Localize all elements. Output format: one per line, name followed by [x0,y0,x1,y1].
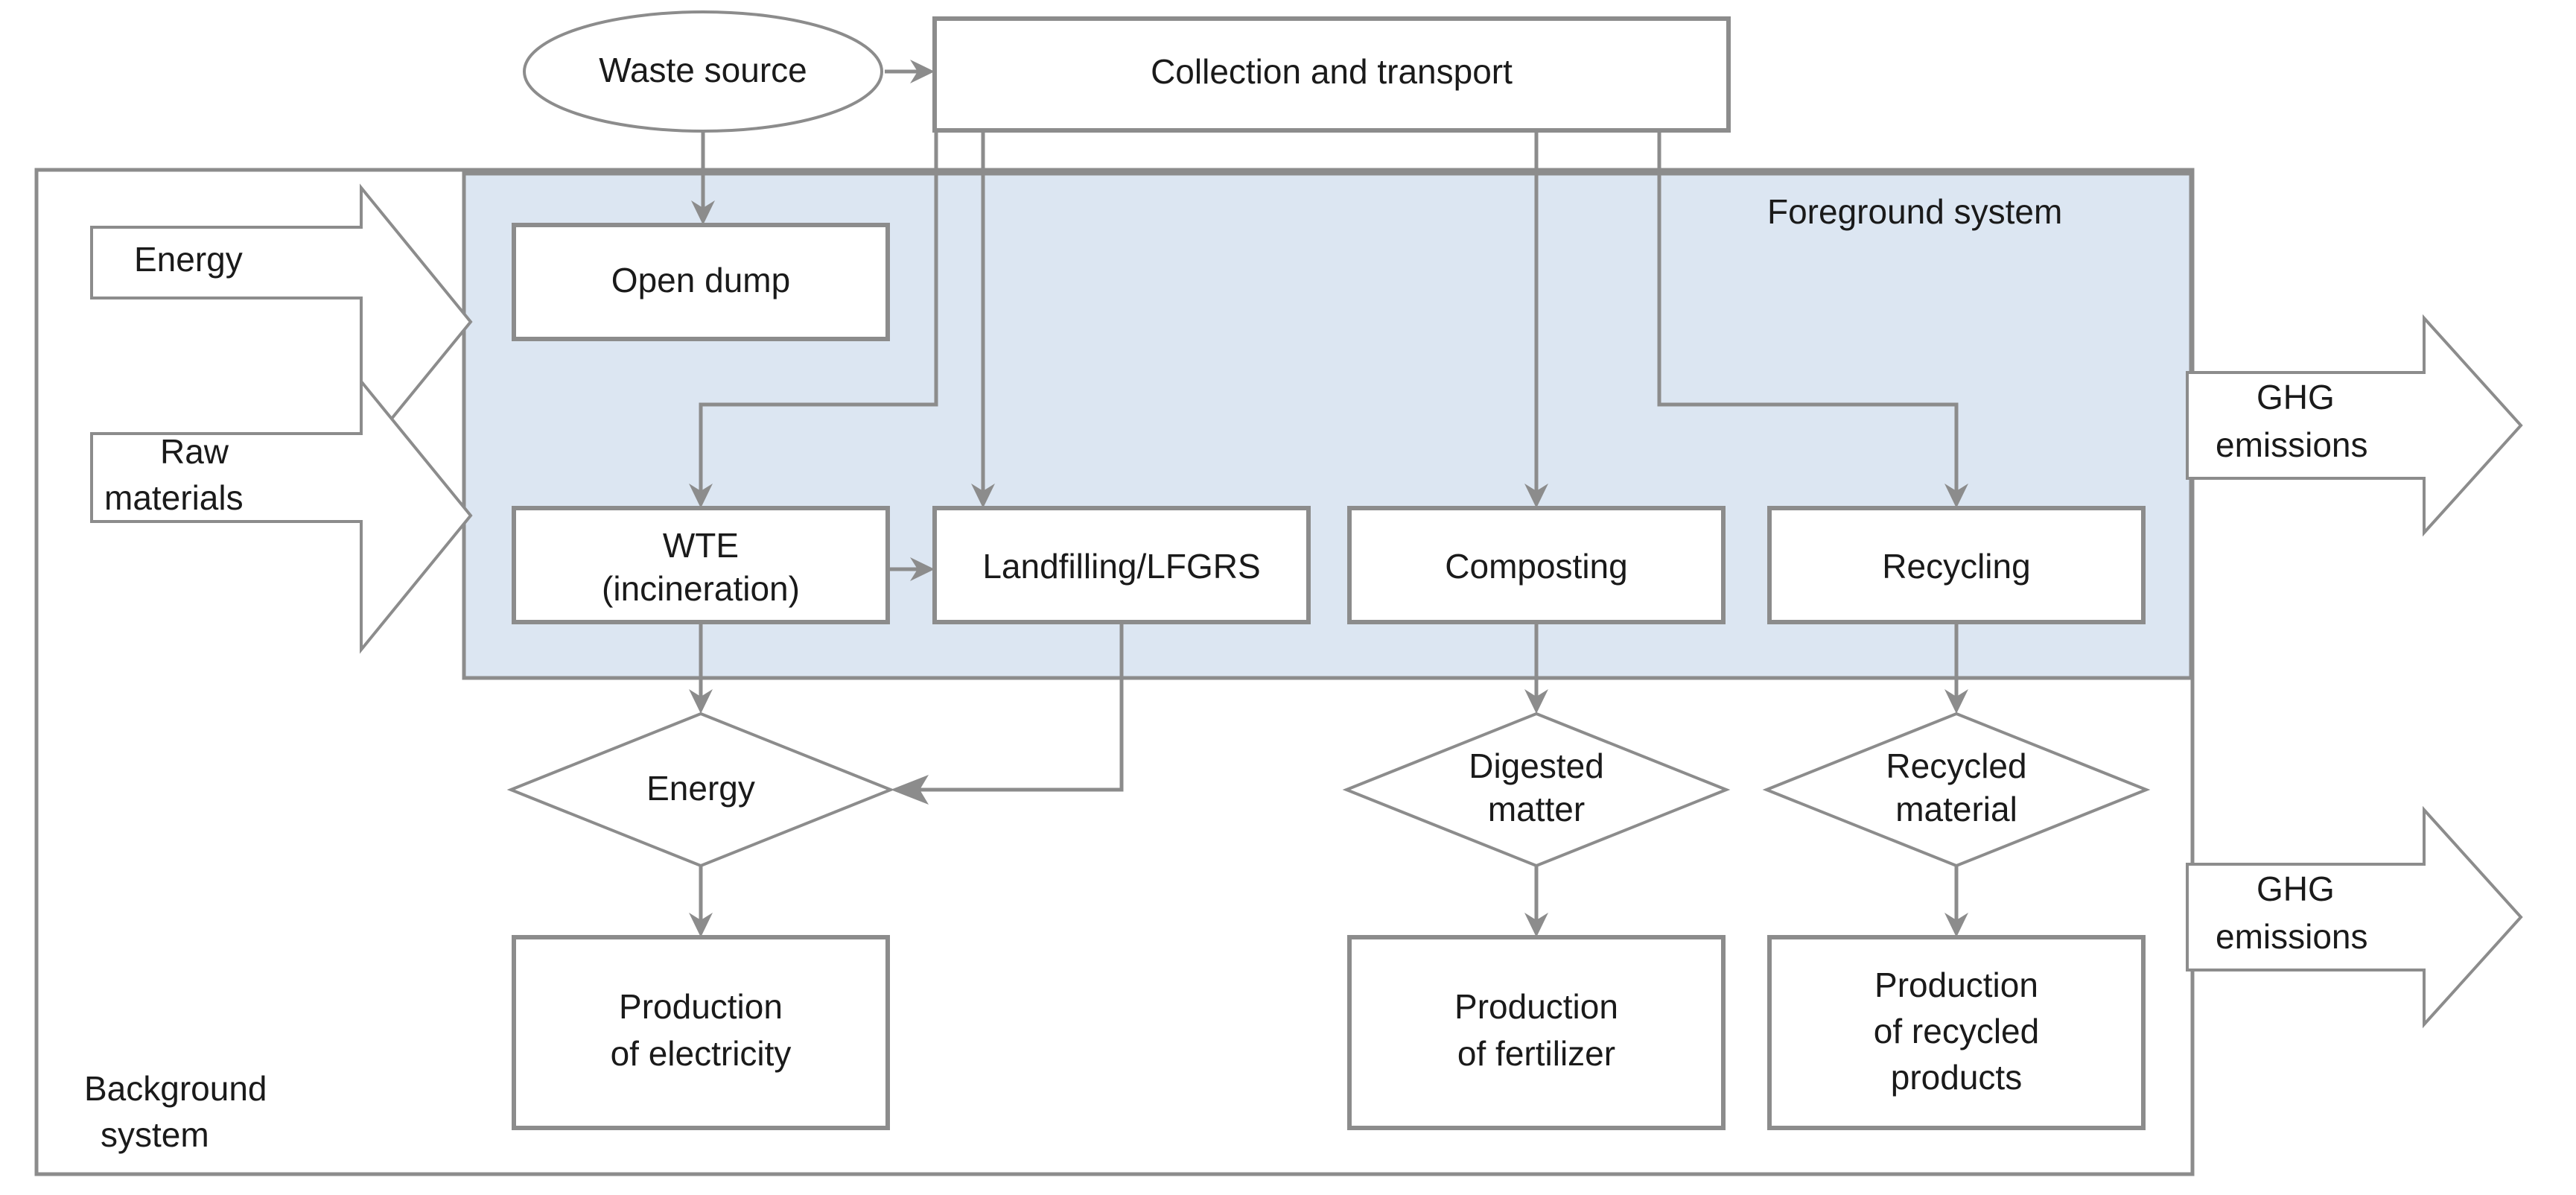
flow-collection-to-landfilling [971,130,995,508]
node-recycled-material-label-line1: Recycled [1886,747,2026,785]
output-arrow-ghg-emissions-background[interactable] [2186,805,2523,1029]
node-production-fertilizer-label-line2: of fertilizer [1457,1034,1615,1073]
output-arrow-ghg-emissions-foreground[interactable] [2186,314,2523,537]
node-production-recycled-products[interactable] [1767,935,2146,1130]
node-waste-source-label: Waste source [599,51,807,89]
node-landfilling-label: Landfilling/LFGRS [982,547,1260,586]
node-recycling-label: Recycling [1882,547,2030,586]
node-digested-matter-label-line2: matter [1488,790,1585,828]
node-collection-transport[interactable] [932,16,1731,133]
node-energy-diamond-label: Energy [646,769,755,808]
background-system-label-line2: system [101,1115,209,1154]
output-arrow-ghg-emissions-foreground-label-line1: GHG [2257,378,2335,416]
output-arrow-ghg-emissions-background-label-line2: emissions [2216,917,2368,956]
node-wte-label-line1: WTE [663,526,739,565]
node-digested-matter-label-line1: Digested [1469,747,1604,785]
node-collection-transport-label: Collection and transport [1151,52,1513,91]
node-open-dump[interactable] [512,223,890,341]
flow-energy-to-production-electricity [689,866,713,937]
node-wte-label-line2: (incineration) [602,569,800,608]
flow-composting-to-digested-matter [1524,622,1548,714]
flow-wte-to-energy [689,622,713,714]
node-composting[interactable] [1347,506,1726,624]
input-arrow-energy[interactable] [90,183,473,460]
node-production-recycled-label-line2: of recycled [1874,1012,2039,1050]
flow-waste-source-to-open-dump [691,131,715,225]
node-recycled-material-label-line2: material [1895,790,2017,828]
node-production-fertilizer[interactable] [1347,935,1726,1130]
foreground-system-label: Foreground system [1767,192,2062,231]
flow-collection-to-wte [689,130,938,508]
flow-landfilling-to-energy [891,622,1124,805]
input-arrow-raw-materials-label-line2: materials [104,478,244,517]
flow-waste-source-to-collection [885,60,935,83]
flow-recycling-to-recycled-material [1944,622,1968,714]
flow-recycled-material-to-production-recycled [1944,866,1968,937]
node-production-electricity[interactable] [512,935,890,1130]
flow-digested-matter-to-production-fertilizer [1524,866,1548,937]
flow-collection-to-recycling [1657,130,1968,508]
output-arrow-ghg-emissions-background-label-line1: GHG [2257,869,2335,908]
node-production-fertilizer-label-line1: Production [1454,987,1618,1026]
flow-wte-to-landfilling [888,557,935,581]
node-production-electricity-label-line1: Production [619,987,783,1026]
node-production-electricity-label-line2: of electricity [611,1034,792,1073]
node-open-dump-label: Open dump [611,261,790,299]
background-system-label-line1: Background [84,1069,267,1108]
node-production-recycled-label-line3: products [1891,1058,2022,1097]
node-composting-label: Composting [1445,547,1627,586]
input-arrow-energy-label: Energy [134,240,243,279]
input-arrow-raw-materials[interactable] [90,377,473,654]
output-arrow-ghg-emissions-foreground-label-line2: emissions [2216,425,2368,464]
node-production-recycled-label-line1: Production [1874,966,2038,1004]
flow-collection-to-composting [1524,130,1548,508]
input-arrow-raw-materials-label-line1: Raw [160,432,229,471]
